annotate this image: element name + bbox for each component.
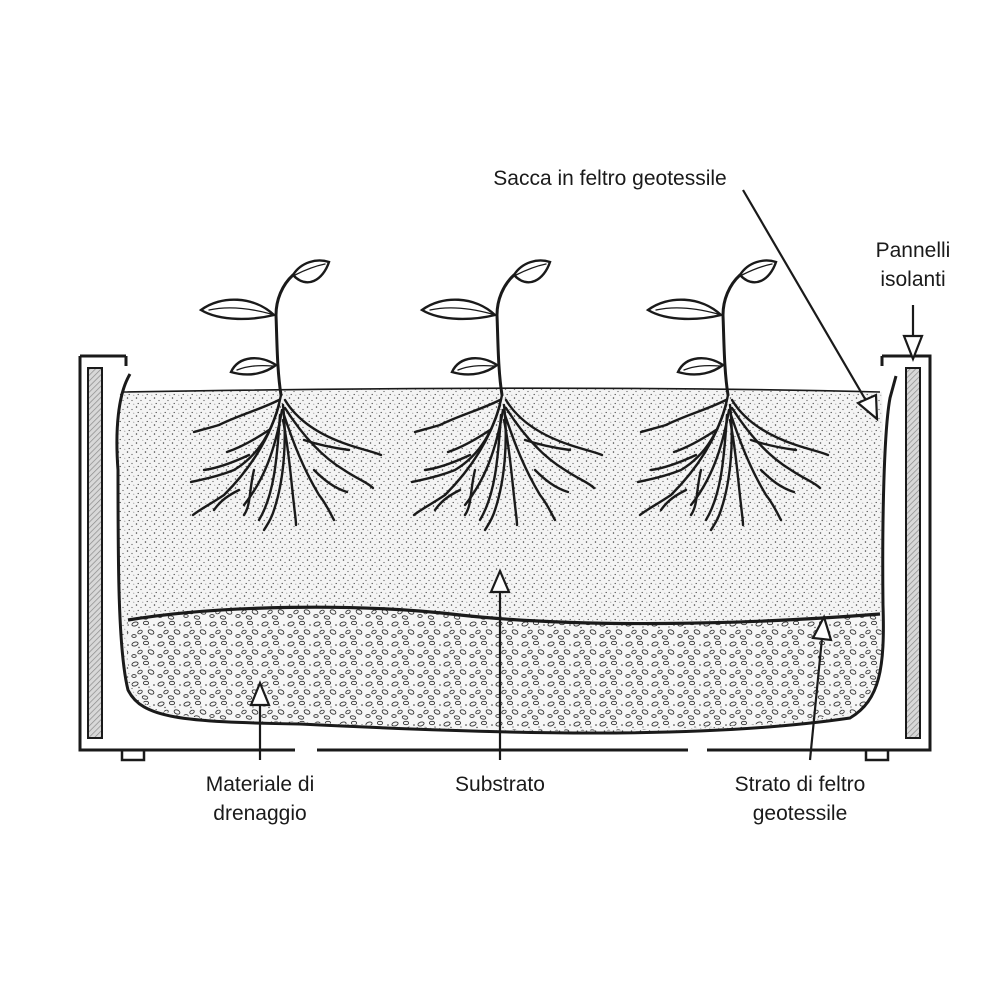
arrow-drainage — [249, 680, 271, 760]
outer-container — [78, 354, 932, 762]
left-insulating-panel — [87, 367, 103, 739]
plant-leaf — [645, 298, 724, 321]
plant-3 — [636, 259, 830, 532]
label-felt-layer: Strato di feltro geotessile — [710, 770, 890, 828]
plant-1 — [189, 259, 383, 532]
arrow-felt-layer — [808, 614, 833, 761]
plants — [189, 259, 830, 532]
leader-arrows — [249, 189, 924, 761]
label-drainage: Materiale di drenaggio — [180, 770, 340, 828]
plant-2 — [410, 259, 604, 532]
plant-leaf — [198, 298, 277, 321]
label-substrate: Substrato — [455, 773, 545, 796]
label-drainage-line-2: drenaggio — [213, 802, 307, 825]
plant-roots — [189, 393, 383, 532]
felt-bag-outline — [115, 373, 898, 735]
plant-stem — [274, 273, 295, 397]
soil-surface-line — [121, 387, 881, 393]
plant-leaf — [512, 259, 552, 284]
container-right-wall — [707, 354, 932, 752]
plant-leaf — [738, 259, 778, 284]
label-drainage-line-1: Materiale di — [205, 773, 315, 796]
label-felt-layer-line-1: Strato di feltro — [734, 773, 866, 796]
plant-stem — [495, 273, 516, 397]
label-felt-bag: Sacca in feltro geotessile — [493, 167, 727, 190]
plant-roots — [636, 393, 830, 532]
label-felt-layer-line-2: geotessile — [752, 802, 848, 825]
arrow-substrate — [489, 568, 511, 760]
label-insulating-panels: Pannelli isolanti — [858, 236, 968, 294]
drainage-layer — [126, 607, 882, 731]
plant-stem — [721, 273, 742, 397]
left-foot — [120, 748, 146, 762]
container-left-wall — [78, 354, 295, 752]
arrow-insulating-panels — [902, 305, 924, 363]
arrow-felt-bag — [742, 189, 879, 422]
plant-leaf — [419, 298, 498, 321]
right-insulating-panel — [905, 367, 921, 739]
right-foot — [864, 748, 890, 762]
label-insulating-panels-line-2: isolanti — [880, 268, 946, 291]
label-insulating-panels-line-1: Pannelli — [875, 239, 951, 262]
plant-leaf — [291, 259, 331, 284]
plant-roots — [410, 393, 604, 532]
felt-layer-line — [127, 605, 881, 626]
